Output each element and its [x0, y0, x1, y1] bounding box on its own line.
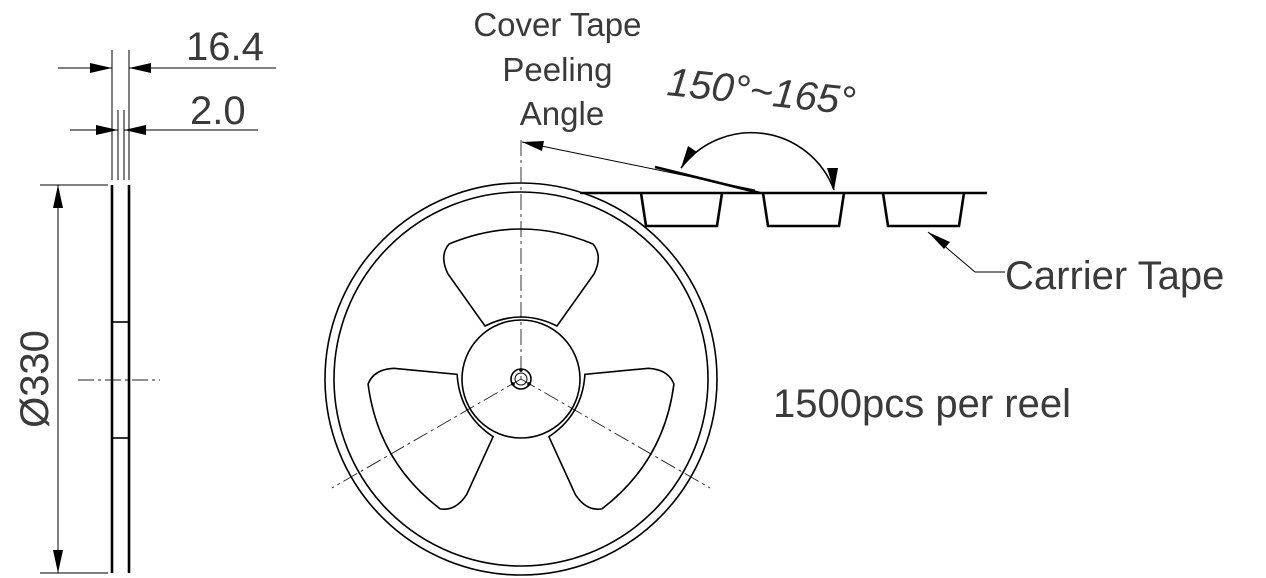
- dim-diameter-text: Ø330: [13, 330, 57, 428]
- dim-width-outer-text: 16.4: [186, 25, 264, 69]
- reel-side-view: 16.4 2.0 Ø330: [13, 25, 276, 574]
- dim-dia-arrow-bottom: [53, 550, 63, 573]
- angle-arc-arrow-left: [681, 146, 697, 168]
- spindle-key-2: [511, 382, 515, 386]
- reel-window-left: [367, 367, 495, 511]
- reel-inner-rim: [333, 191, 709, 567]
- cover-tape-label: Cover Tape Peeling Angle: [473, 6, 650, 132]
- reel-front-view: [324, 140, 718, 576]
- reel-center-line-left: [331, 378, 522, 489]
- dim-2-arrow-left: [96, 125, 118, 135]
- carrier-tape: Carrier Tape: [580, 191, 1224, 298]
- dim-width-inner-text: 2.0: [190, 89, 246, 133]
- carrier-leader-arrow: [928, 232, 950, 249]
- cover-tape-label-line-1: Cover Tape: [473, 6, 641, 43]
- peel-angle-range-text: 150°~165°: [665, 60, 857, 123]
- spindle-key-1: [519, 368, 523, 372]
- angle-arc-arrow-right: [827, 168, 838, 190]
- tape-pocket-2: [761, 192, 846, 228]
- peel-direction-arrow: [522, 141, 544, 151]
- reel-window-right: [547, 367, 675, 511]
- tape-pocket-1: [639, 192, 724, 228]
- dim-16-arrow-left: [90, 63, 112, 73]
- reel-center-line-right: [520, 378, 711, 489]
- dim-16-arrow-right: [129, 63, 151, 73]
- carrier-tape-label: Carrier Tape: [1005, 254, 1224, 298]
- cover-tape-label-line-3: Angle: [520, 95, 604, 132]
- tape-pocket-3: [881, 192, 966, 228]
- peel-angle-arc: [680, 131, 835, 191]
- peel-direction-line: [521, 141, 756, 191]
- reel-spindle-inner: [514, 372, 528, 386]
- cover-tape: Cover Tape Peeling Angle 150°~165°: [473, 6, 857, 195]
- spindle-key-3: [527, 382, 531, 386]
- reel-window-top: [442, 228, 600, 328]
- dim-dia-arrow-top: [53, 185, 63, 208]
- cover-tape-label-line-2: Peeling: [502, 51, 612, 88]
- reel-quantity-text: 1500pcs per reel: [773, 382, 1071, 426]
- dim-2-arrow-right: [124, 125, 146, 135]
- reel-hub: [461, 319, 581, 439]
